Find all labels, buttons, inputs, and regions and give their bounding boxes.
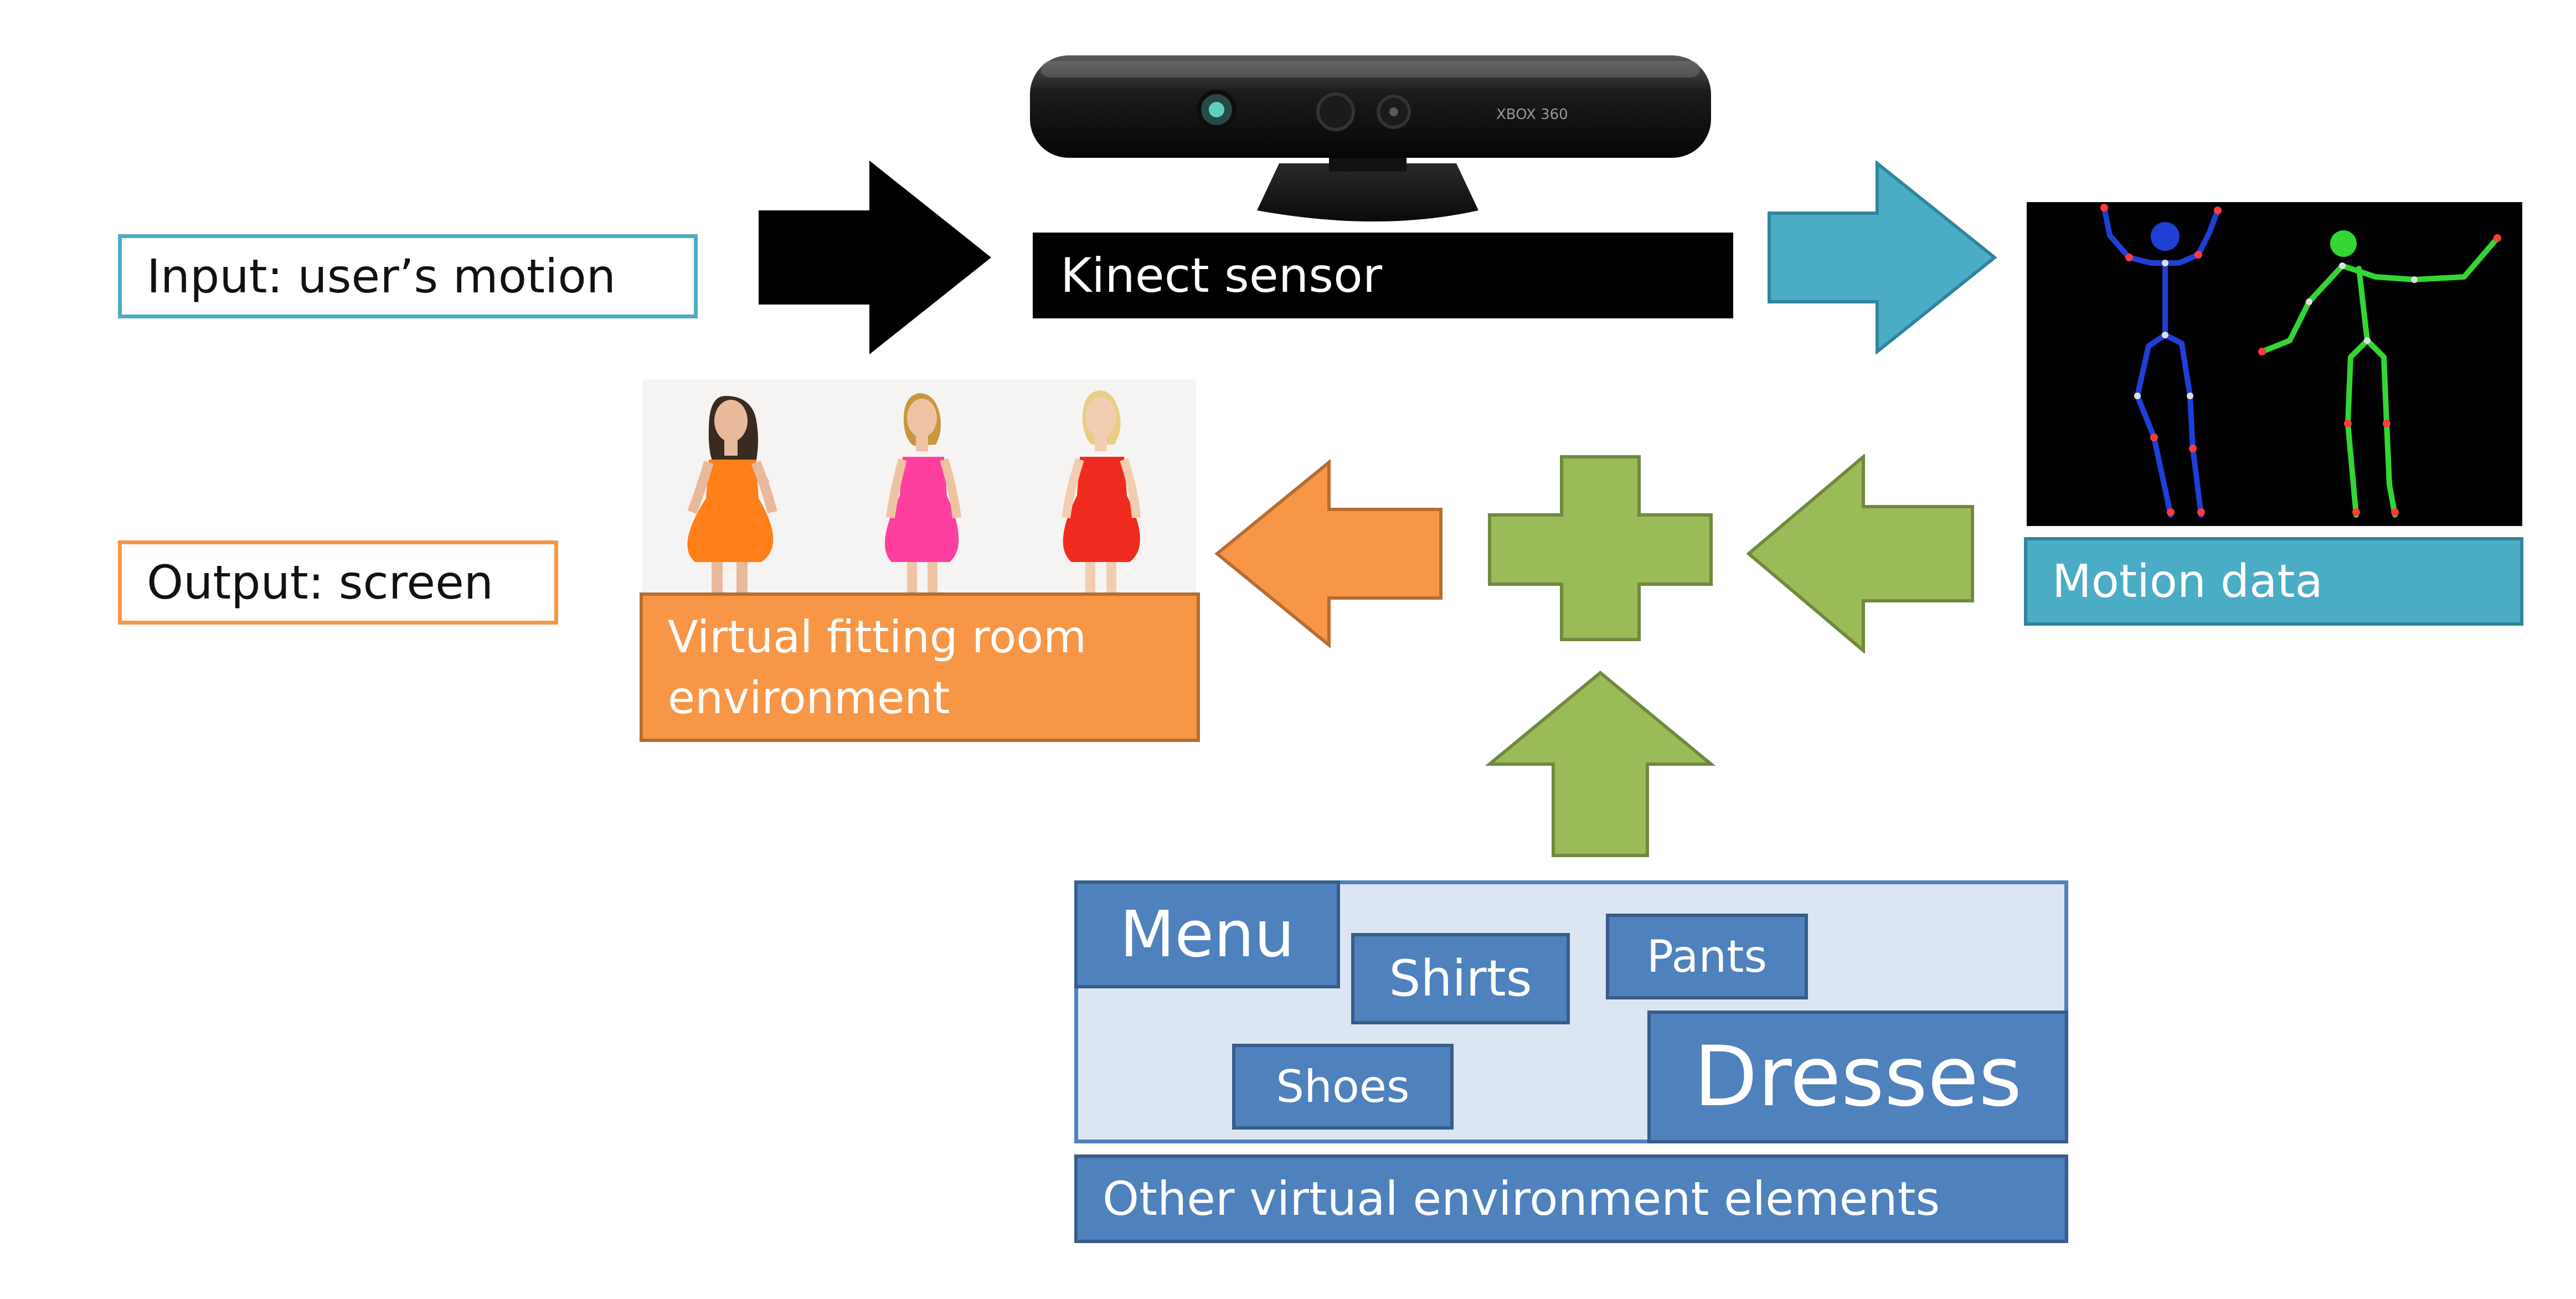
- vfr-label-line1: Virtual fitting room: [668, 611, 1087, 663]
- input-label: Input: user’s motion: [147, 249, 616, 303]
- pants-label: Pants: [1646, 931, 1768, 982]
- motion-skeleton-image: [2027, 202, 2522, 526]
- kinect-device-image: XBOX 360: [1030, 55, 1711, 221]
- plus-icon: [1488, 455, 1713, 641]
- output-label-box: Output: screen: [118, 540, 558, 625]
- motion-data-box: Motion data: [2024, 537, 2523, 626]
- model-pink-dress: [885, 393, 961, 595]
- pants-tile: Pants: [1606, 914, 1808, 999]
- output-label: Output: screen: [147, 555, 494, 610]
- input-label-box: Input: user’s motion: [118, 234, 698, 318]
- kinect-sensor-box: Kinect sensor: [1033, 233, 1733, 318]
- kinect-sensor-label: Kinect sensor: [1060, 248, 1383, 303]
- arrow-right-icon: [1768, 161, 1997, 354]
- model-orange-dress: [687, 396, 777, 595]
- arrow-left-icon: [1214, 460, 1442, 648]
- model-red-dress: [1062, 390, 1141, 595]
- kinect-device-text: XBOX 360: [1496, 106, 1568, 123]
- menu-tile: Menu: [1074, 880, 1340, 988]
- shirts-tile: Shirts: [1351, 933, 1570, 1024]
- other-elements-box: Other virtual environment elements: [1074, 1154, 2068, 1243]
- motion-data-label: Motion data: [2052, 555, 2323, 608]
- arrow-left-icon: [1746, 454, 1974, 653]
- arrow-up-icon: [1485, 671, 1716, 857]
- other-elements-label: Other virtual environment elements: [1102, 1172, 1940, 1226]
- dresses-label: Dresses: [1693, 1029, 2022, 1125]
- arrow-right-icon: [759, 161, 991, 354]
- dresses-photo: [642, 379, 1196, 595]
- menu-label: Menu: [1120, 897, 1295, 972]
- shirts-label: Shirts: [1389, 950, 1532, 1008]
- vfr-label-line2: environment: [668, 672, 950, 724]
- dresses-tile: Dresses: [1647, 1011, 2068, 1143]
- shoes-tile: Shoes: [1232, 1044, 1454, 1130]
- vfr-label-box: Virtual fitting room environment: [640, 592, 1200, 742]
- shoes-label: Shoes: [1276, 1061, 1410, 1112]
